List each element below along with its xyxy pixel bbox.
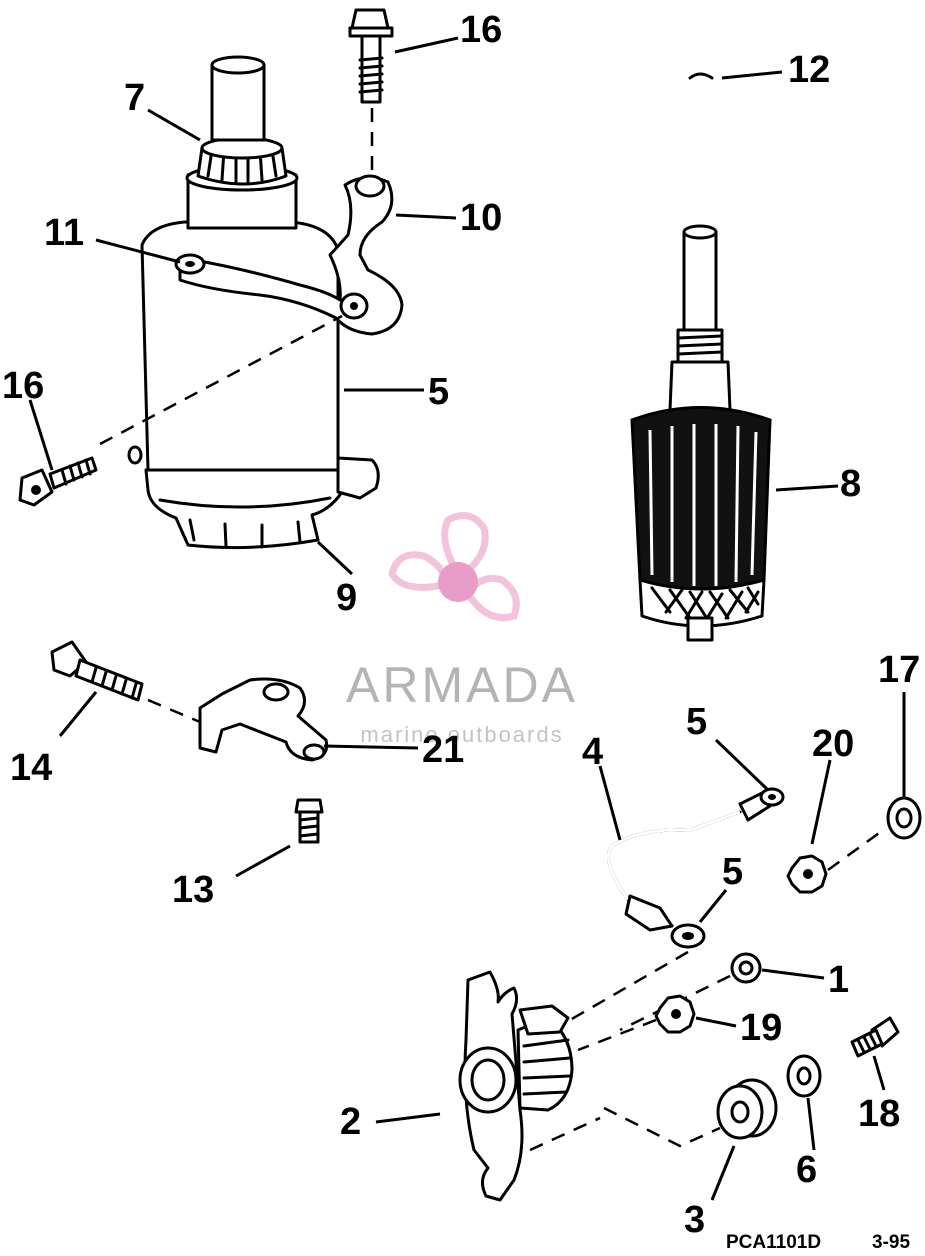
solenoid-bracket-2	[458, 970, 574, 1202]
propeller-blade-top	[441, 512, 489, 579]
callout-14: 13	[172, 869, 214, 911]
grommet-3-alignment	[603, 1106, 721, 1148]
callout-15: 14	[10, 747, 52, 789]
retaining-ring-13	[688, 72, 714, 80]
screw-14	[294, 798, 324, 844]
pinion-gear-9	[196, 55, 288, 186]
callout-19: 19	[740, 1007, 782, 1049]
callout-11: 10	[460, 197, 502, 239]
propeller-hub	[438, 562, 478, 602]
date-code: 3-95	[872, 1232, 910, 1253]
bolt-16-top	[348, 8, 394, 104]
callout-5-upper: 5	[686, 701, 707, 743]
bolt-15-alignment	[147, 698, 201, 724]
callout-1: 1	[828, 959, 849, 1001]
drawing-code: PCA1101D	[726, 1232, 821, 1253]
callout-20: 20	[812, 723, 854, 765]
callout-4: 4	[582, 731, 603, 773]
callout-13: 12	[788, 49, 830, 91]
bolt-16-left	[18, 456, 98, 507]
grommet-3-alignment-lower	[529, 1116, 601, 1152]
armature-8	[630, 224, 772, 642]
nut-17	[886, 796, 922, 840]
callout-labels: 7 16 12 10 11 5 16 8 9 17 5 20 4 14 21 5…	[2, 9, 920, 1241]
lockwasher-19	[654, 994, 696, 1034]
bolt-15	[50, 640, 144, 702]
callout-8: 8	[840, 463, 861, 505]
leader-lines	[28, 36, 906, 1201]
armada-watermark: ARMADA marine outboards	[346, 512, 578, 747]
grommet-3	[716, 1078, 778, 1140]
screw-18	[850, 1016, 900, 1058]
callout-21: 21	[422, 729, 464, 771]
washer-12	[174, 253, 206, 275]
callout-16-top: 16	[460, 9, 502, 51]
retaining-plate-21	[198, 677, 329, 762]
callout-9: 7	[124, 77, 145, 119]
mounting-bracket-11	[178, 174, 404, 336]
bolt-16-left-alignment	[99, 314, 343, 446]
propeller-logo	[388, 512, 520, 622]
propeller-blade-right	[463, 574, 520, 622]
callout-5-lower: 5	[722, 851, 743, 893]
starter-motor-housing	[127, 164, 380, 550]
callout-10: 9	[336, 577, 357, 619]
watermark-tagline: marine outboards	[360, 722, 563, 747]
nut-1	[730, 952, 762, 984]
lockwasher-20	[786, 854, 828, 894]
callout-2: 2	[340, 1101, 361, 1143]
callout-7: 5	[428, 371, 449, 413]
washer-6	[786, 1054, 822, 1098]
callout-6: 6	[796, 1149, 817, 1191]
nut-17-alignment	[827, 826, 887, 872]
callout-18: 18	[858, 1093, 900, 1135]
propeller-blade-left	[388, 551, 450, 591]
starter-cable-4	[607, 787, 785, 949]
lockwasher-19-alignment	[577, 1018, 657, 1052]
callout-17: 17	[878, 649, 920, 691]
watermark-brand: ARMADA	[346, 657, 578, 713]
callout-12: 11	[44, 212, 84, 254]
callout-16-left: 16	[2, 365, 44, 407]
callout-3: 3	[684, 1199, 705, 1241]
